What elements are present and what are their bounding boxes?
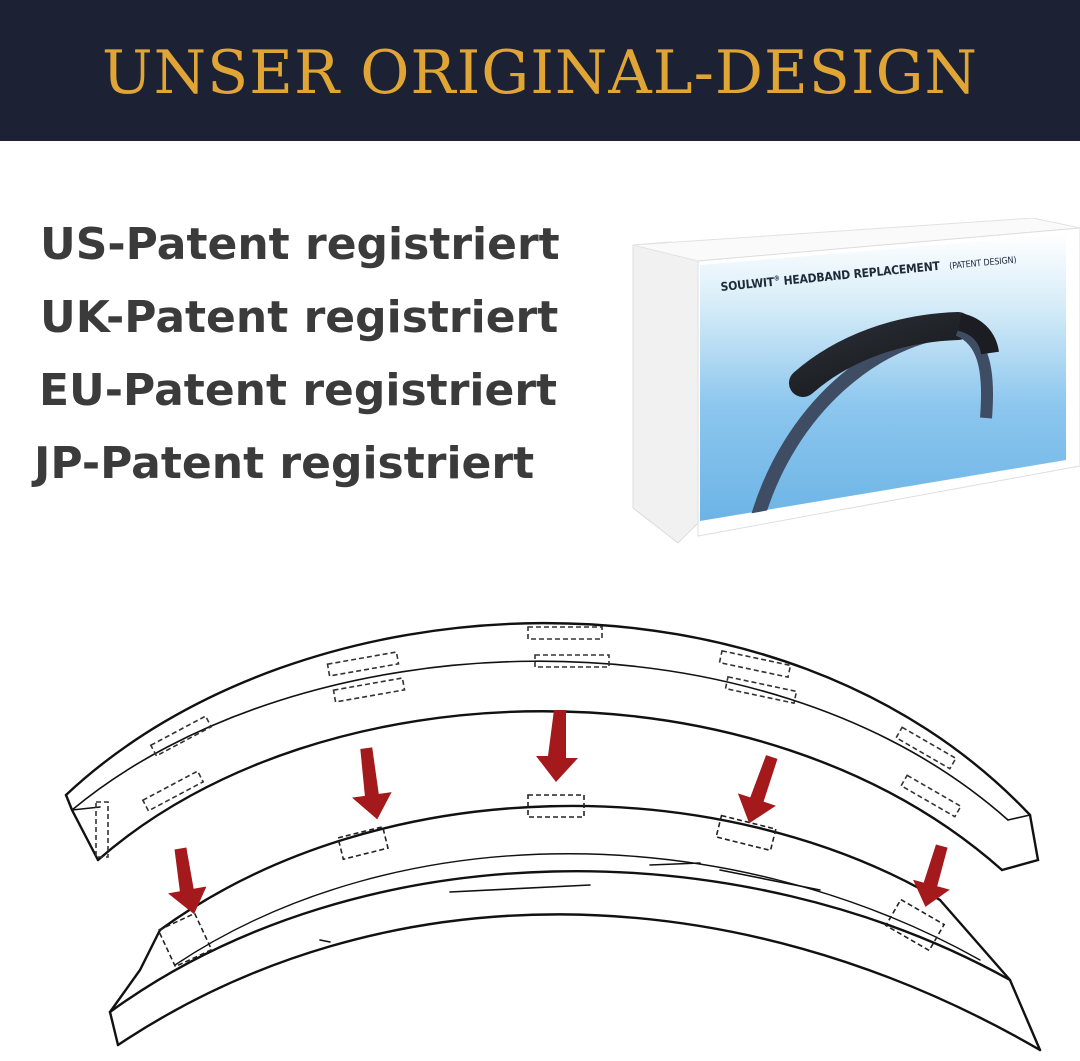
product-box-illustration bbox=[632, 217, 1080, 544]
down-arrow-icon bbox=[168, 710, 950, 915]
header-banner: UNSER ORIGINAL-DESIGN bbox=[0, 0, 1080, 141]
patent-eu: EU-Patent registriert bbox=[39, 365, 558, 416]
patent-uk: UK-Patent registriert bbox=[40, 292, 559, 343]
registered-mark: ® bbox=[773, 274, 781, 283]
banner-title: UNSER ORIGINAL-DESIGN bbox=[102, 37, 978, 108]
patent-list: US-Patent registriert UK-Patent registri… bbox=[34, 215, 594, 507]
patent-drawing bbox=[64, 622, 1042, 1052]
patent-jp: JP-Patent registriert bbox=[34, 438, 535, 489]
patent-us: US-Patent registriert bbox=[40, 219, 560, 270]
product-box: SOULWIT® HEADBAND REPLACEMENT (PATENT DE… bbox=[628, 217, 1080, 553]
